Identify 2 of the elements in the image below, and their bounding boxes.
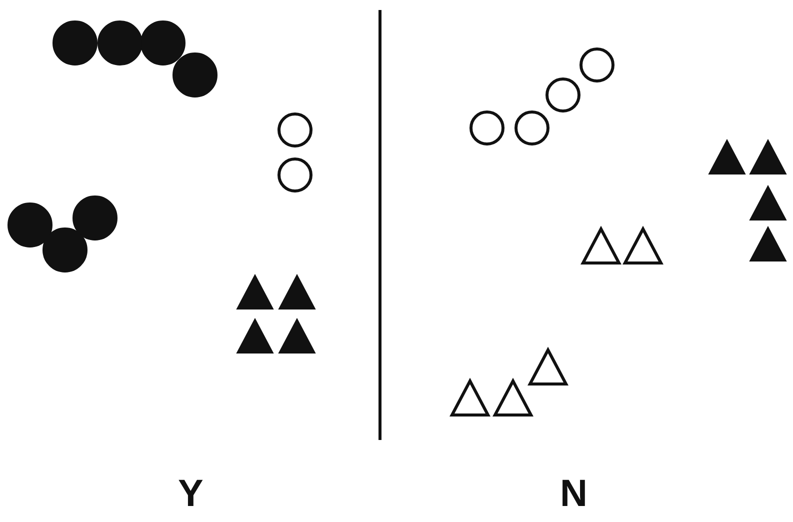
group-label: Y bbox=[178, 475, 204, 513]
group-label: N bbox=[560, 475, 588, 513]
